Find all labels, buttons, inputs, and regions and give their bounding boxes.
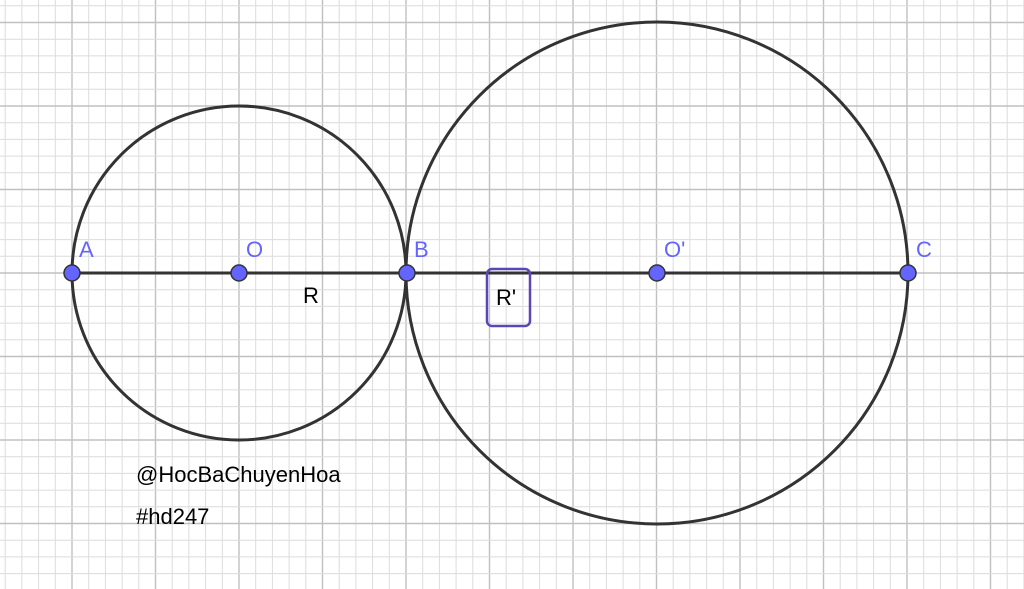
point-b[interactable] (398, 264, 416, 282)
point-o-prime-label: O' (664, 237, 685, 262)
segment-r-prime-label[interactable]: R' (496, 285, 516, 310)
point-b-label: B (414, 237, 429, 262)
point-c[interactable] (899, 264, 917, 282)
point-c-label: C (916, 237, 932, 262)
segment-r-prime-label-box[interactable] (485, 267, 532, 328)
point-o-label: O (246, 237, 263, 262)
segment-r-label[interactable]: R (303, 283, 319, 308)
point-o-prime[interactable] (648, 264, 666, 282)
credit-tag: #hd247 (136, 504, 210, 529)
point-o[interactable] (230, 264, 248, 282)
point-a-label: A (79, 237, 94, 262)
point-a[interactable] (63, 264, 81, 282)
credit-handle: @HocBaChuyenHoa (136, 462, 341, 487)
